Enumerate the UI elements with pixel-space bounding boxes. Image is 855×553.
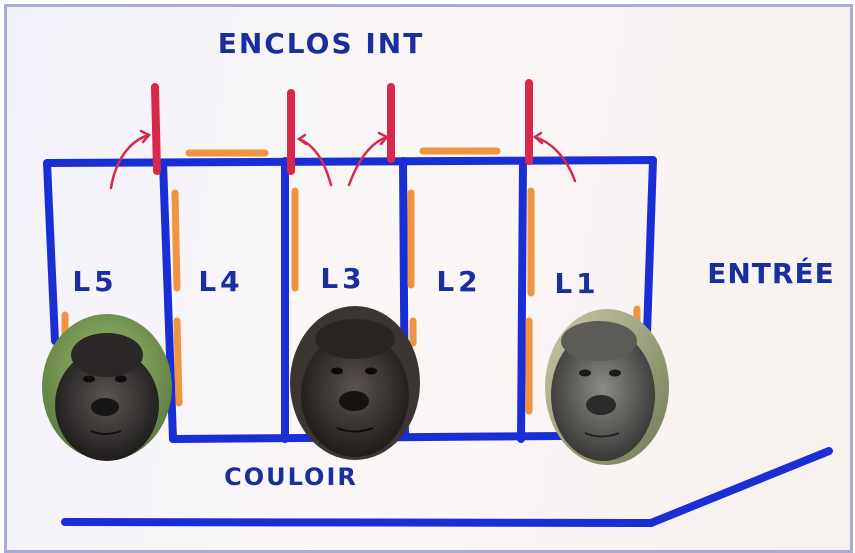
divider-l2-l1	[517, 157, 527, 443]
corridor-label: COULOIR	[224, 463, 358, 491]
cell-label-l1: L1	[554, 267, 599, 300]
title-label: ENCLOS INT	[218, 27, 425, 60]
cell-label-l2: L2	[436, 265, 481, 298]
orange-door-v1	[171, 189, 181, 292]
corridor-line	[61, 447, 833, 527]
red-door-l5	[151, 83, 161, 175]
internal-doors	[61, 147, 641, 415]
cell-label-l5: L5	[72, 265, 117, 298]
gorilla-photo-3	[545, 309, 669, 465]
entrance-label: ENTRÉE	[707, 256, 834, 290]
orange-door-v2	[173, 317, 183, 407]
arrow-l1	[533, 135, 577, 183]
exit-arrows	[109, 129, 577, 190]
enclosure-diagram: ENCLOS INT	[42, 27, 834, 527]
cell-label-l3: L3	[320, 262, 365, 295]
doors-to-enclosure	[151, 79, 533, 175]
arrow-l3b	[347, 135, 389, 187]
cell-label-l4: L4	[198, 265, 243, 298]
gorilla-photo-1	[42, 314, 172, 461]
cell-labels: L5 L4 L3 L2 L1	[72, 262, 599, 300]
gorilla-photo-2	[290, 306, 420, 460]
arrow-l5	[109, 133, 151, 190]
diagram-frame: ENCLOS INT	[4, 4, 853, 553]
enclosure-walls	[43, 156, 657, 443]
outer-wall	[43, 156, 657, 345]
